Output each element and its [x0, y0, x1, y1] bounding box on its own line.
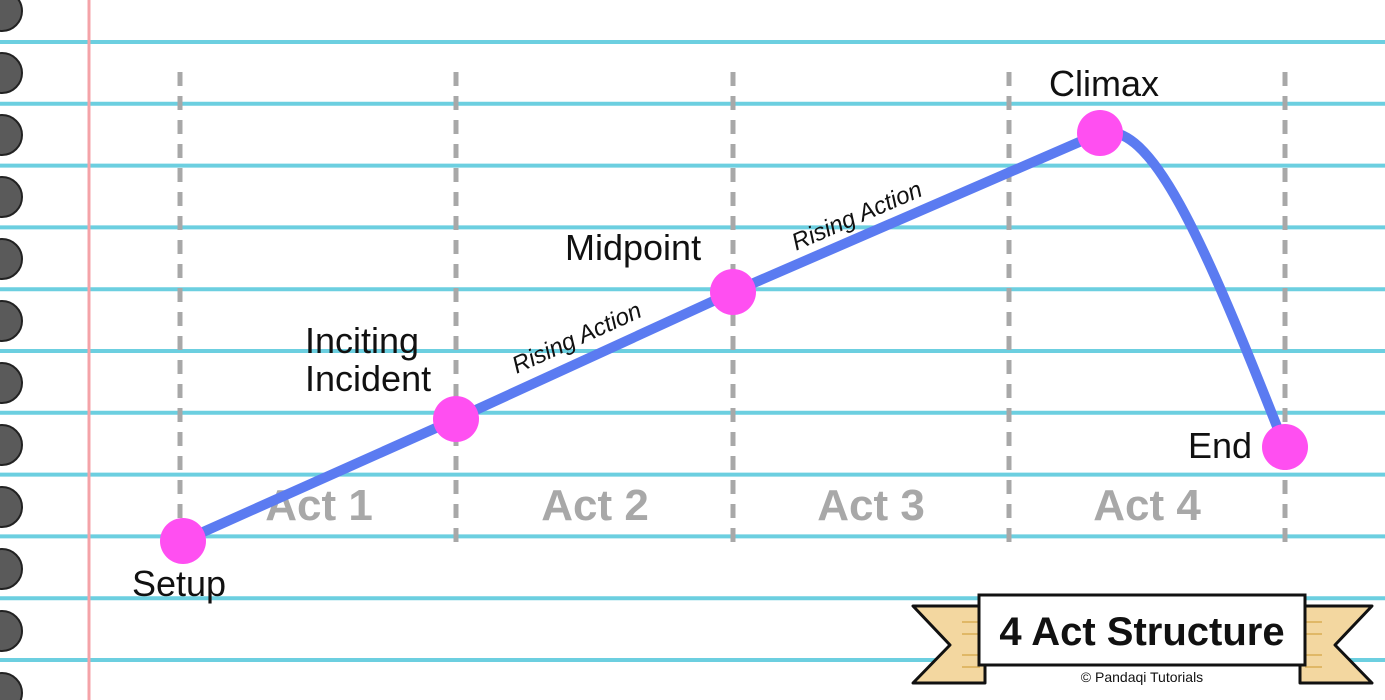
binder-hole [0, 238, 23, 280]
label-midpoint: Midpoint [565, 227, 701, 268]
binder-hole [0, 424, 23, 466]
binder-hole [0, 672, 23, 700]
binder-hole [0, 610, 23, 652]
binder-hole [0, 300, 23, 342]
point-setup [160, 518, 206, 564]
title-banner: 4 Act Structure © Pandaqi Tutorials [911, 593, 1374, 685]
ribbon-right-tail [1298, 604, 1374, 685]
binder-hole [0, 548, 23, 590]
story-points [160, 110, 1308, 564]
point-midpoint [710, 269, 756, 315]
binder-hole [0, 114, 23, 156]
label-setup: Setup [132, 563, 226, 604]
binder-hole [0, 0, 23, 32]
act-label-4: Act 4 [1093, 481, 1201, 530]
banner-copyright: © Pandaqi Tutorials [1081, 669, 1203, 685]
binder-hole [0, 486, 23, 528]
act-label-1: Act 1 [265, 481, 373, 530]
point-end [1262, 424, 1308, 470]
banner-title: 4 Act Structure [999, 610, 1284, 654]
label-end: End [1188, 425, 1252, 466]
banner-title-box [977, 593, 1307, 667]
act-labels: Act 1 Act 2 Act 3 Act 4 [265, 481, 1201, 530]
binder-holes [0, 0, 23, 700]
point-climax [1077, 110, 1123, 156]
act-label-3: Act 3 [817, 481, 925, 530]
ribbon-left-tail [911, 604, 987, 685]
point-inciting-incident [433, 396, 479, 442]
ribbon-stripes [962, 621, 1322, 668]
binder-hole [0, 362, 23, 404]
label-climax: Climax [1049, 63, 1159, 104]
label-inciting-line-1: Inciting [305, 320, 419, 361]
binder-hole [0, 176, 23, 218]
label-inciting-line-2: Incident [305, 358, 431, 399]
binder-hole [0, 52, 23, 94]
point-labels: Setup Inciting Incident Midpoint Climax … [132, 63, 1252, 604]
act-label-2: Act 2 [541, 481, 649, 530]
